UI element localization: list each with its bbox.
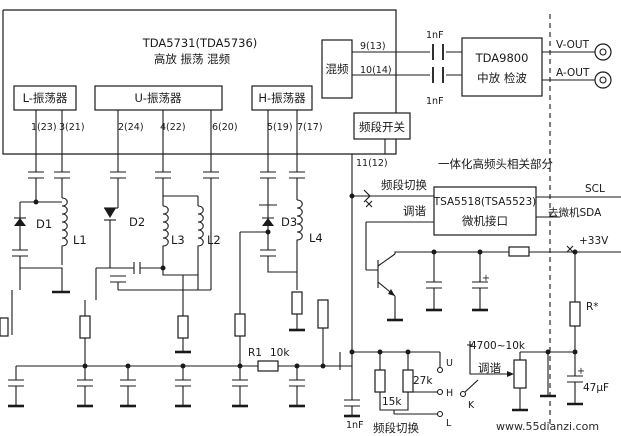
pin-1-label: 1(23) [31,122,57,133]
v-out-jack [594,43,612,61]
sda-label: 去微机SDA [548,206,602,219]
mixer-block [321,39,353,99]
pin-3-label: 3(21) [59,122,85,133]
h-oscillator-block [251,85,313,111]
band-switch-line-label: 频段切换 [381,178,427,192]
watermark: www.55dianzi.com [496,420,599,433]
diode-d1-label: D1 [36,217,52,231]
scl-label: SCL [585,183,605,195]
svg-text:+: + [482,273,490,284]
supply-33v-label: +33V [579,235,609,247]
inductor-l3-label: L3 [171,233,185,247]
resistor-27k-label: 27k [413,375,433,387]
switch-h-label: H [446,388,453,399]
bottom-tuning-section: 4700~10k 调谐 + 47μF 27k 15k U H L K 频段切换 … [339,340,609,435]
resistor-27k [402,369,414,393]
rail-resistor [317,299,329,329]
pin-10-label: 10(14) [360,65,392,76]
pin-11-label: 11(12) [356,158,388,169]
band-switch-bottom-label: 频段切换 [373,421,419,435]
tda9800-function-label: 中放 检波 [477,71,527,85]
tuner-group-label: 一体化高频头相关部分 [438,157,553,171]
u-bias-resistor [79,315,91,339]
switch-l-label: L [446,418,452,429]
pin-9-label: 9(13) [360,41,386,52]
pin-7-label: 7(17) [297,122,323,133]
v-out-label: V-OUT [556,39,590,51]
bottom-tuning-label: 调谐 [478,361,501,375]
l-oscillator-block [13,85,77,111]
inductor-l1-label: L1 [73,233,87,247]
coupling-cap-1nf-pin11: 1nF [346,420,364,431]
tsa5518-block [433,186,537,236]
tda9800-section: 1nF 1nF TDA9800 中放 检波 V-OUT A-OUT [352,30,612,107]
tda9800-block [461,37,543,97]
ic-pin-labels: 1(23) 3(21) 2(24) 4(22) 6(20) 5(19) 7(17… [31,41,392,169]
inductor-l2-label: L2 [207,233,221,247]
band-switch-block [353,112,411,140]
tsa5518-part-number: TSA5518(TSA5523) [433,196,537,208]
pot-value-label: 4700~10k [470,340,526,352]
diode-d3-label: D3 [281,215,297,229]
bias-rail: R1 10k [8,299,352,408]
u-tank-resistor [177,315,189,339]
tda5731-ic: TDA5731(TDA5736) 高放 振荡 混频 L-振荡器 U-振荡器 H-… [2,9,411,155]
resistor-15k-label: 15k [382,396,402,408]
tuning-potentiometer [513,359,527,389]
series-resistor [508,246,530,257]
switch-k-label: K [468,400,475,411]
tda9800-part-number: TDA9800 [475,51,529,65]
a-out-label: A-OUT [556,67,590,79]
u-oscillator-tank: D2 L3 L2 [79,154,221,366]
pin-2-label: 2(24) [118,122,144,133]
junction-dots [33,193,578,369]
l-oscillator-tank: D1 L1 [0,154,87,337]
diode-d2-label: D2 [129,215,145,229]
a-out-jack [594,71,612,89]
transistor-stage: + R* [366,245,621,353]
r-star-resistor [569,301,581,327]
l-oscillator-label: L-振荡器 [23,91,68,105]
ic-part-number: TDA5731(TDA5736) [142,36,258,50]
r-star-label: R* [586,301,599,313]
resistor-r1-label: R1 [248,347,262,359]
coupling-cap-1nf-bottom: 1nF [426,96,444,107]
u-oscillator-block [94,85,223,111]
pin-4-label: 4(22) [160,122,186,133]
inductor-l4-label: L4 [309,231,323,245]
h-oscillator-label: H-振荡器 [258,91,306,105]
h-tank-resistor [291,291,303,315]
resistor-r1 [257,360,279,372]
tuning-line-label: 调谐 [403,204,426,218]
switch-u-label: U [446,358,453,369]
cap-47uf-label: 47μF [583,382,609,394]
pin-6-label: 6(20) [212,122,238,133]
pin-5-label: 5(19) [267,122,293,133]
h-oscillator-tank: D3 L4 [234,154,323,366]
tsa5518-function-label: 微机接口 [462,214,508,228]
ic-function-label: 高放 振荡 混频 [154,52,231,66]
u-oscillator-label: U-振荡器 [134,91,182,105]
svg-text:+: + [577,366,585,377]
coupling-cap-1nf-top: 1nF [426,30,444,41]
tsa5518-section: 一体化高频头相关部分 TSA5518(TSA5523) 微机接口 SCL 去微机… [351,154,621,390]
mixer-label: 混频 [326,62,349,76]
band-switch-block-label: 频段开关 [359,120,405,134]
h-bias-resistor [234,313,246,337]
left-edge-resistor [0,317,9,337]
resistor-r1-value: 10k [270,347,290,359]
ic-pin-leads [35,110,386,154]
resistor-15k [374,369,386,393]
